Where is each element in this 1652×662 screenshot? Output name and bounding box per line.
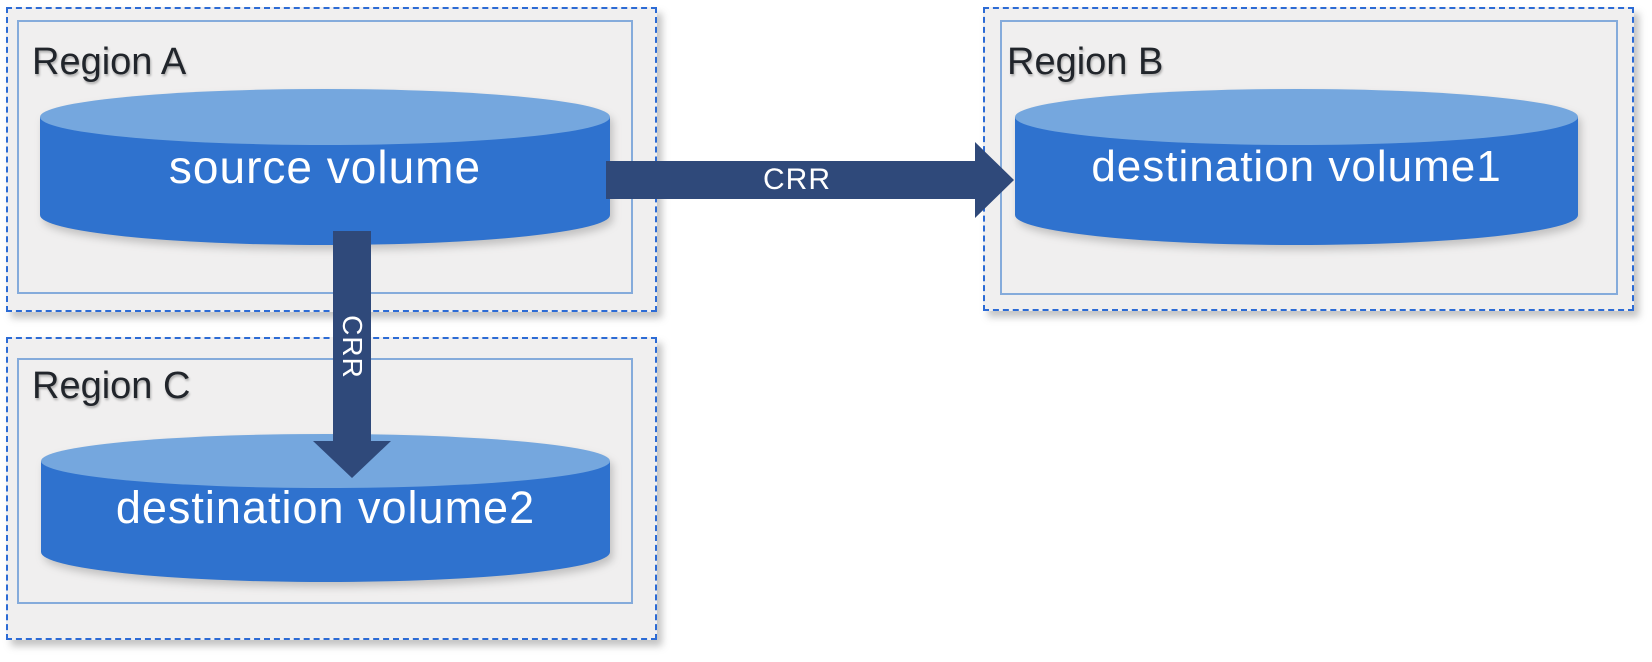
region-b-label: Region B (1007, 41, 1164, 83)
region-a-box: Region A source volume (6, 7, 657, 312)
cylinder-top-face (1015, 89, 1578, 145)
destination-volume2-label-wrap: destination volume2 (41, 461, 610, 555)
destination-volume2-label: destination volume2 (115, 482, 536, 533)
destination-volume1-cylinder-icon: destination volume1 (1015, 89, 1578, 245)
region-b-box: Region B destination volume1 (983, 7, 1634, 311)
crr-label-horizontal: CRR (763, 163, 831, 196)
region-a-label: Region A (32, 41, 187, 83)
cylinder-top-face (40, 89, 610, 145)
destination-volume1-label-wrap: destination volume1 (1015, 117, 1578, 217)
source-volume-label-wrap: source volume (40, 117, 610, 217)
destination-volume1-label: destination volume1 (1091, 142, 1502, 191)
region-c-label: Region C (32, 365, 191, 407)
source-volume-label: source volume (168, 141, 482, 193)
crr-label-vertical: CRR (337, 315, 368, 379)
source-volume-cylinder-icon: source volume (40, 89, 610, 245)
region-c-box: Region C destination volume2 (6, 337, 657, 640)
destination-volume2-cylinder-icon: destination volume2 (41, 434, 610, 582)
